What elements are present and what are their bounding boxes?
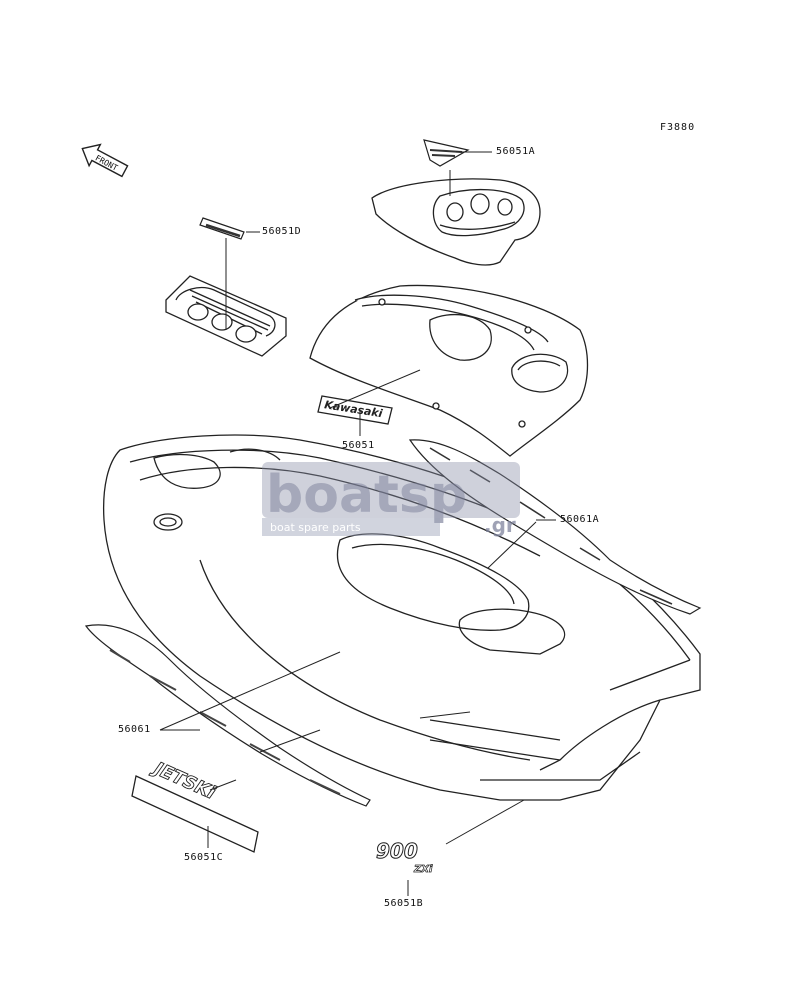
watermark-tagline: boat spare parts <box>270 521 361 534</box>
front-arrow-icon: FRONT <box>81 143 129 178</box>
model-emblem-number: 900 <box>376 839 418 863</box>
diagram-ref-code: F3880 <box>660 122 696 133</box>
part-label-56051b: 56051B <box>384 898 424 909</box>
watermark: boatsp .gr boat spare parts <box>262 462 520 537</box>
part-label-56051d: 56051D <box>262 226 302 237</box>
jetski-logo-decal: JETSKi <box>131 757 259 853</box>
kawasaki-decal: Kawasaki <box>317 395 393 425</box>
top-console <box>309 284 589 457</box>
instrument-cover <box>371 178 541 266</box>
part-label-56051: 56051 <box>342 440 375 451</box>
decal-56051a <box>423 139 470 167</box>
side-stripe-56061a <box>408 439 702 615</box>
part-label-56051a: 56051A <box>496 146 536 157</box>
decal-56051d <box>199 217 245 240</box>
side-stripe-56061 <box>84 624 371 807</box>
part-label-56061a: 56061A <box>560 514 600 525</box>
model-emblem-sub: ZXi <box>413 864 433 875</box>
part-label-56061: 56061 <box>118 724 151 735</box>
watermark-suffix: .gr <box>484 513 516 537</box>
watermark-main: boatsp <box>266 465 467 525</box>
leader-lines <box>159 151 556 896</box>
model-emblem-decal: 900 ZXi <box>376 839 434 876</box>
part-label-56051c: 56051C <box>184 852 224 863</box>
main-hull <box>102 434 701 801</box>
